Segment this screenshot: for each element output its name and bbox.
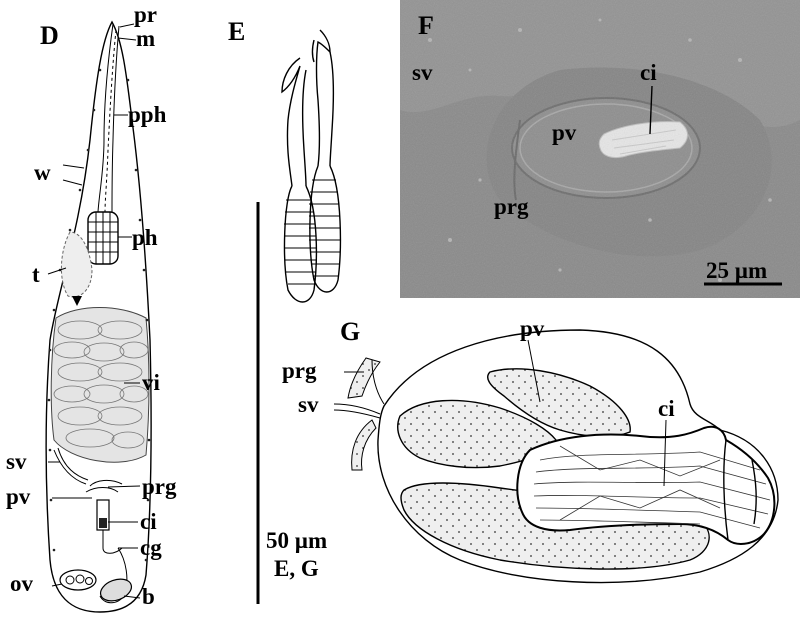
panel-letter-g: G [340,317,360,346]
label-m: m [136,26,155,51]
panel-letter-e: E [228,17,245,46]
scale-bar-applies-to: E, G [274,556,319,581]
label-ci: ci [140,509,157,534]
panel-letter-d: D [40,21,59,50]
label-g-pv: pv [520,316,545,341]
label-prg: prg [142,474,177,499]
label-pph: pph [128,102,167,127]
label-ph: ph [132,225,158,250]
panel-e: E 50 µm E, G [228,17,342,604]
label-f-scale: 25 µm [706,258,767,283]
label-g-ci: ci [658,396,675,421]
label-t: t [32,262,40,287]
label-g-sv: sv [298,392,319,417]
label-ov: ov [10,571,34,596]
body-outline [45,20,152,613]
label-f-pv: pv [552,120,577,145]
label-f-prg: prg [494,194,529,219]
label-cg: cg [140,535,162,560]
label-vi: vi [142,370,161,395]
panel-g: G pv [282,316,779,584]
label-g-prg: prg [282,358,317,383]
bursa [99,578,133,602]
label-f-ci: ci [640,60,657,85]
panel-d: D pr m pph w ph t vi sv prg pv ci cg ov … [6,2,177,613]
panel-letter-f: F [418,11,434,40]
scale-bar-value: 50 µm [266,528,327,553]
label-pr: pr [134,2,157,27]
label-sv: sv [6,449,27,474]
panel-f: F sv ci pv prg 25 µm [400,0,800,298]
label-b: b [142,584,155,609]
label-pv: pv [6,484,31,509]
label-f-sv: sv [412,60,433,85]
label-w: w [34,160,51,185]
testis [60,231,93,298]
